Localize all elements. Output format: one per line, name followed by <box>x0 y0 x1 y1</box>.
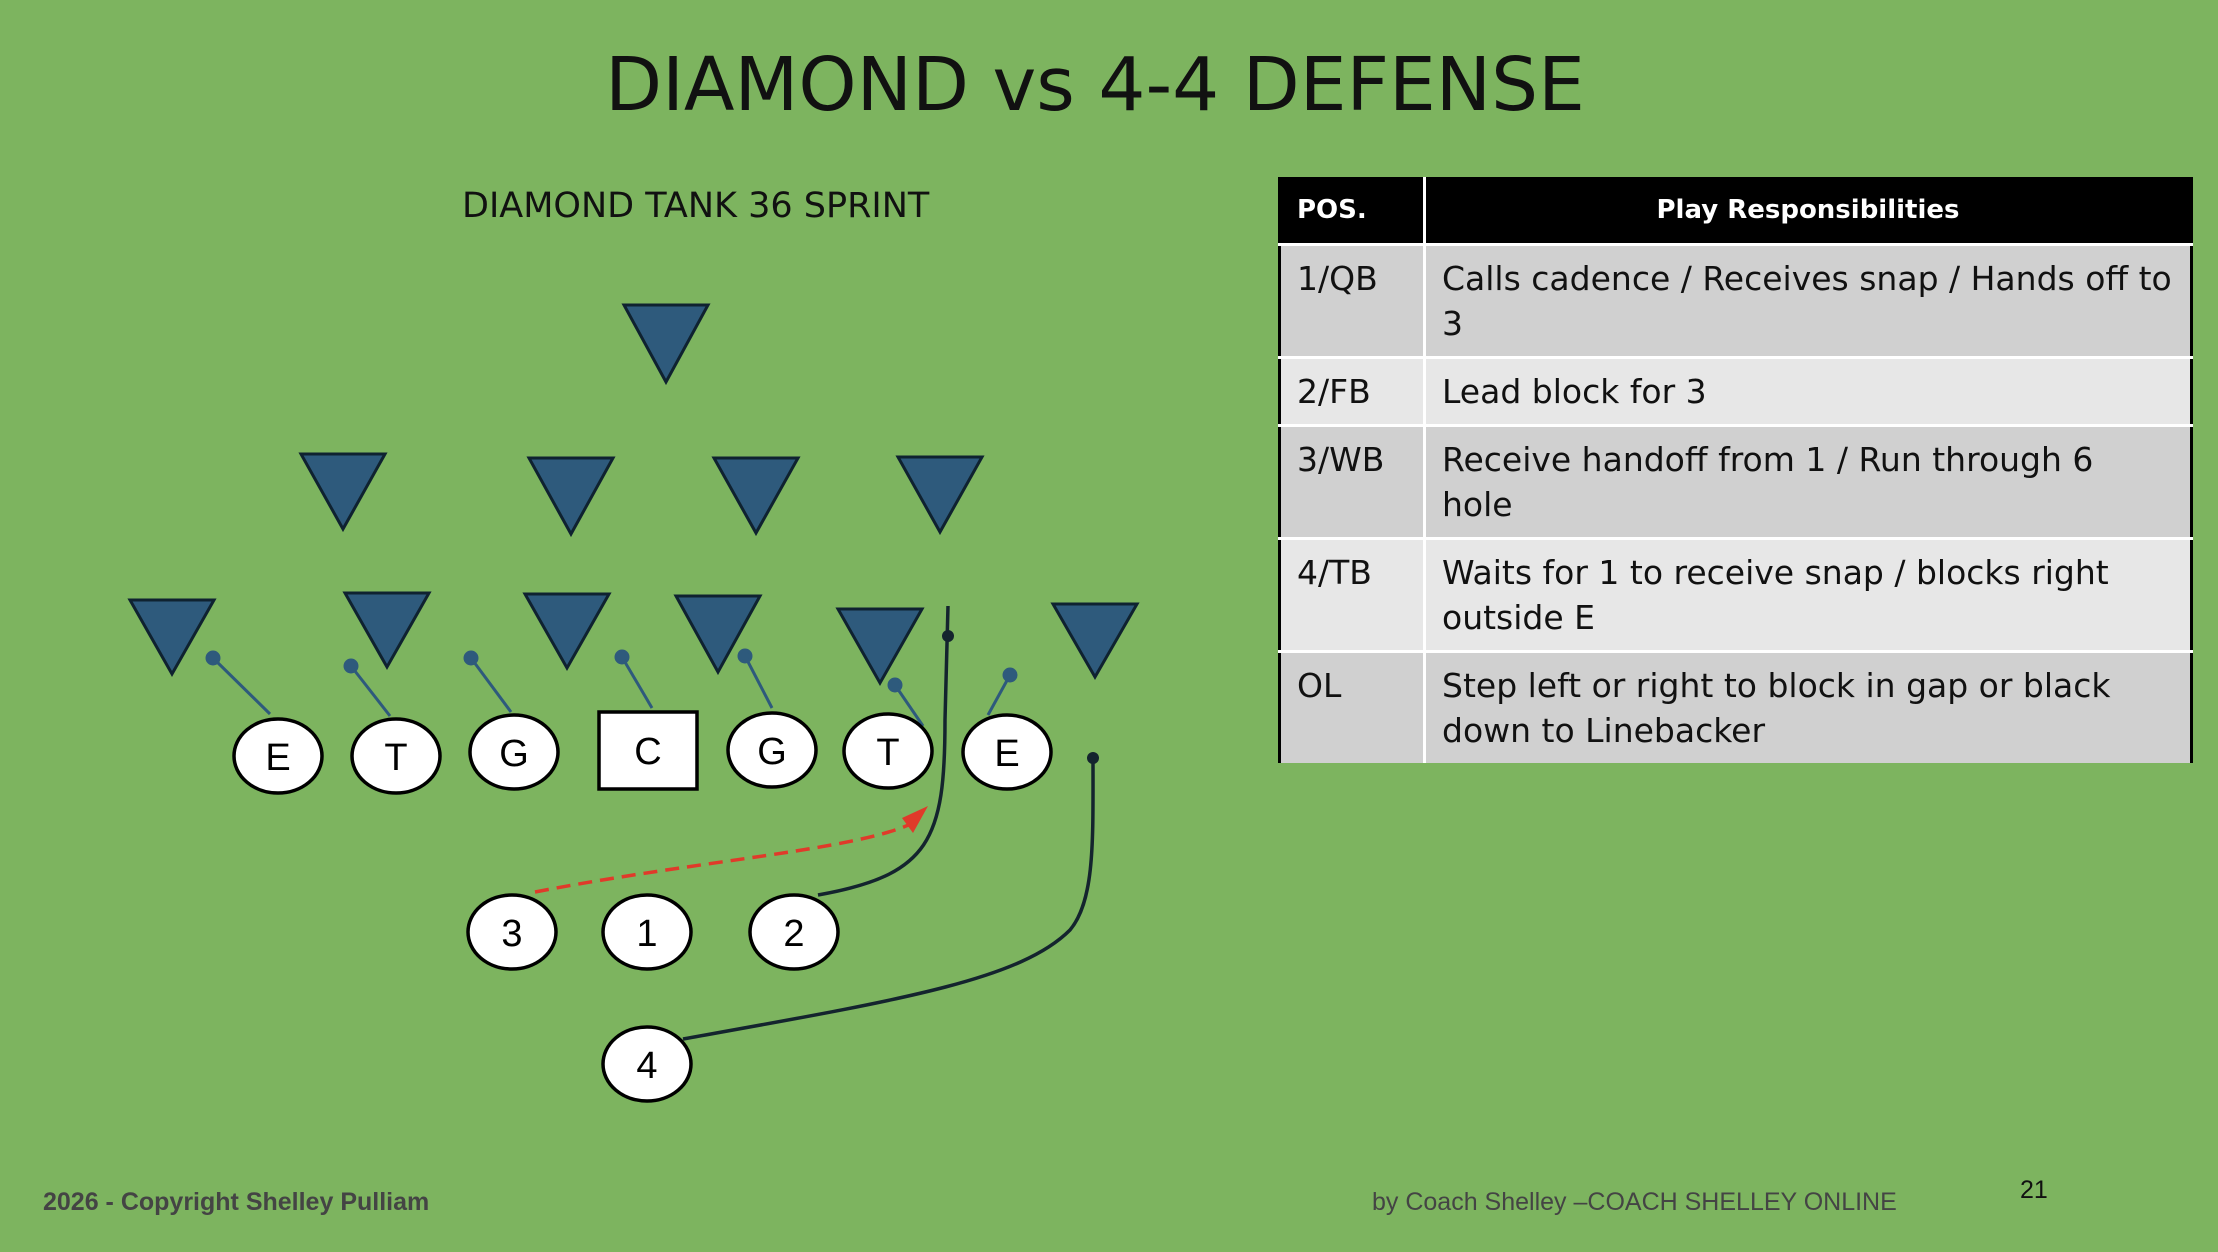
player-wingback <box>466 893 558 971</box>
line-label: T <box>876 732 899 774</box>
table-header-row: POS. Play Responsibilities <box>1279 177 2192 245</box>
slide-title: DIAMOND vs 4-4 DEFENSE <box>605 42 1585 128</box>
player-g-right <box>726 711 818 789</box>
tailback-route <box>682 757 1095 1041</box>
defender-end <box>127 598 217 678</box>
defender-lineman <box>342 591 432 671</box>
row-pos: 2/FB <box>1279 356 1426 426</box>
credit-text: by Coach Shelley –COACH SHELLEY ONLINE <box>1372 1188 1897 1216</box>
back-label: 2 <box>783 913 804 955</box>
table-row: 3/WB Receive handoff from 1 / Run throug… <box>1279 424 2192 539</box>
defender-safety <box>621 303 711 386</box>
header-responsibilities: Play Responsibilities <box>1424 177 2192 245</box>
line-labels: E T G C G T E <box>265 731 1019 779</box>
player-g-left <box>468 713 560 791</box>
player-center <box>597 710 699 791</box>
back-label: 4 <box>636 1045 657 1087</box>
line-label: E <box>994 733 1019 775</box>
fullback-route-end <box>942 630 954 642</box>
defender-linebacker <box>895 455 985 536</box>
responsibilities-table: POS. Play Responsibilities 1/QB Calls ca… <box>1278 177 2193 763</box>
row-pos: OL <box>1279 650 1426 763</box>
row-pos: 3/WB <box>1279 424 1426 539</box>
player-tailback <box>601 1025 693 1103</box>
player-e-right <box>961 713 1053 791</box>
play-name: DIAMOND TANK 36 SPRINT <box>462 186 930 226</box>
line-label: C <box>634 731 661 773</box>
offensive-line <box>232 710 1053 795</box>
defender-linebacker <box>711 456 801 537</box>
back-label: 1 <box>636 913 657 955</box>
table-row: 1/QB Calls cadence / Receives snap / Han… <box>1279 243 2192 358</box>
defense <box>127 303 1140 687</box>
line-label: E <box>265 737 290 779</box>
handoff-path <box>534 806 928 894</box>
player-t-left <box>350 717 442 795</box>
row-resp: Step left or right to block in gap or bl… <box>1424 650 2192 763</box>
line-label: T <box>384 737 407 779</box>
row-pos: 1/QB <box>1279 243 1426 358</box>
tailback-route-end <box>1087 752 1099 764</box>
backs <box>466 893 840 1103</box>
line-label: G <box>499 733 529 775</box>
header-pos: POS. <box>1279 177 1426 245</box>
back-label: 3 <box>501 913 522 955</box>
player-fullback <box>748 893 840 971</box>
defender-end <box>1050 602 1140 681</box>
table-row: OL Step left or right to block in gap or… <box>1279 650 2192 763</box>
line-blocks <box>205 648 1018 727</box>
defender-lineman <box>522 592 612 672</box>
row-pos: 4/TB <box>1279 537 1426 652</box>
row-resp: Receive handoff from 1 / Run through 6 h… <box>1424 424 2192 539</box>
defender-linebacker <box>526 456 616 538</box>
defender-lineman <box>673 594 763 676</box>
player-t-right <box>842 712 934 790</box>
routes <box>682 605 1099 1041</box>
fullback-route <box>817 605 950 897</box>
player-quarterback <box>601 893 693 971</box>
player-e-left <box>232 717 324 795</box>
defender-linebacker <box>298 452 388 533</box>
row-resp: Waits for 1 to receive snap / blocks rig… <box>1424 537 2192 652</box>
defender-lineman <box>835 607 925 687</box>
row-resp: Calls cadence / Receives snap / Hands of… <box>1424 243 2192 358</box>
back-labels: 3 1 2 4 <box>501 913 804 1087</box>
copyright-text: 2026 - Copyright Shelley Pulliam <box>43 1188 430 1216</box>
page-number: 21 <box>2020 1176 2048 1204</box>
table-row: 2/FB Lead block for 3 <box>1279 356 2192 426</box>
table-row: 4/TB Waits for 1 to receive snap / block… <box>1279 537 2192 652</box>
line-label: G <box>757 731 787 773</box>
row-resp: Lead block for 3 <box>1424 356 2192 426</box>
